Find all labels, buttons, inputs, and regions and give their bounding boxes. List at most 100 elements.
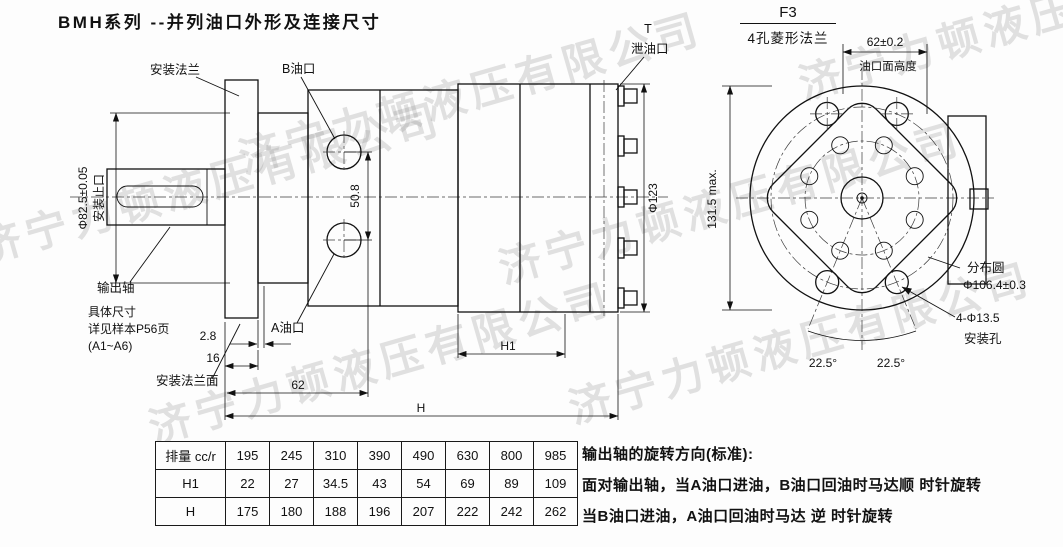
bolt-hole xyxy=(800,167,819,186)
label-mounting-flange: 安装法兰 xyxy=(150,62,200,77)
flange-code: F3 xyxy=(740,4,836,24)
leader-lines xyxy=(129,56,645,380)
table-cell: 985 xyxy=(533,441,578,470)
dim-spigot-diameter: Φ82.5±0.05 xyxy=(76,166,90,229)
side-view: 安装法兰 B油口 T 泄油口 Φ82.5±0.05 安装止口 输出轴 具体尺寸 … xyxy=(70,22,772,420)
bolt-hole xyxy=(831,241,850,260)
table-cell: 262 xyxy=(533,497,578,526)
table-cell: 89 xyxy=(489,469,534,498)
dim-mount-holes: 4-Φ13.5 xyxy=(956,311,1000,325)
front-view: 62±0.2 油口面高度 分布圆 Φ106.4±0.3 4-Φ13.5 安装孔 … xyxy=(736,35,1026,370)
center-hole xyxy=(856,192,868,204)
label-port-b: B油口 xyxy=(282,62,315,76)
dim-H: H xyxy=(417,401,426,415)
label-port-face-height: 油口面高度 xyxy=(859,59,917,73)
note-shaft-detail-3: (A1~A6) xyxy=(88,339,132,353)
table-cell: 排量 cc/r xyxy=(155,441,226,470)
page-title: BMH系列 --并列油口外形及连接尺寸 xyxy=(58,13,382,32)
table-cell: 69 xyxy=(445,469,490,498)
table-cell: 195 xyxy=(225,441,270,470)
mounting-hole xyxy=(815,269,840,295)
bolt-hole xyxy=(905,167,924,186)
gerotor-housing-outline xyxy=(457,83,619,313)
center-point xyxy=(860,196,864,200)
label-flange-face: 安装法兰面 xyxy=(156,373,219,388)
note-shaft-detail-2: 详见样本P56页 xyxy=(88,321,169,336)
bolt-hole xyxy=(905,210,924,229)
table-row-displacement: 排量 cc/r 195 245 310 390 490 630 800 985 xyxy=(155,441,578,470)
label-output-shaft: 输出轴 xyxy=(97,280,135,295)
front-dimension-lines xyxy=(842,44,961,318)
oil-port-face-outline xyxy=(947,115,989,285)
bolt-hole xyxy=(831,136,850,155)
table-cell: 22 xyxy=(225,469,270,498)
table-cell: 175 xyxy=(225,497,270,526)
table-cell: 310 xyxy=(313,441,358,470)
dim-H1: H1 xyxy=(500,339,516,353)
table-cell: 630 xyxy=(445,441,490,470)
label-drain-port: 泄油口 xyxy=(631,42,669,56)
label-bolt-circle: 分布圆 xyxy=(967,261,1005,275)
dim-2-8: 2.8 xyxy=(200,329,217,343)
dim-16: 16 xyxy=(206,351,220,365)
table-cell: 245 xyxy=(269,441,314,470)
label-drain-t: T xyxy=(644,22,652,36)
rotation-notes: 输出轴的旋转方向(标准): 面对输出轴，当A油口进油，B油口回油时马达顺 时针旋… xyxy=(582,443,1060,536)
keyway-slot xyxy=(116,185,204,208)
table-cell: 34.5 xyxy=(313,469,358,498)
dim-123: Φ123 xyxy=(646,183,660,213)
table-cell: 390 xyxy=(357,441,402,470)
flange-outer-circle xyxy=(749,85,975,311)
side-dimension-lines xyxy=(110,83,772,420)
table-cell: 242 xyxy=(489,497,534,526)
bolt-holes xyxy=(800,136,924,260)
rhombus-flange-outline xyxy=(766,102,958,294)
table-cell: H xyxy=(155,497,226,526)
technical-drawing: 安装法兰 B油口 T 泄油口 Φ82.5±0.05 安装止口 输出轴 具体尺寸 … xyxy=(70,22,1026,420)
mounting-hole-centerlines xyxy=(810,97,914,131)
table-cell: 800 xyxy=(489,441,534,470)
table-cell: 109 xyxy=(533,469,578,498)
bolt-hole xyxy=(874,241,893,260)
table-cell: 490 xyxy=(401,441,446,470)
note-shaft-detail-1: 具体尺寸 xyxy=(88,305,136,319)
dim-131-5: 131.5 max. xyxy=(705,169,719,228)
spigot-outline xyxy=(257,112,309,284)
bolt-distribution-circle xyxy=(770,106,954,290)
dim-62-02: 62±0.2 xyxy=(867,35,904,49)
center-bore xyxy=(840,176,884,220)
table-cell: 188 xyxy=(313,497,358,526)
table-cell: 196 xyxy=(357,497,402,526)
dim-bolt-circle: Φ106.4±0.3 xyxy=(963,278,1026,292)
notes-line2: 当B油口进油，A油口回油时马达 逆 时针旋转 xyxy=(582,508,894,525)
label-port-a: A油口 xyxy=(271,321,304,335)
angle-arc xyxy=(807,330,917,341)
table-row-h: H 175 180 188 196 207 222 242 262 xyxy=(155,497,578,526)
table-cell: 222 xyxy=(445,497,490,526)
dim-50-8: 50.8 xyxy=(348,184,362,208)
dim-62: 62 xyxy=(291,378,305,392)
label-spigot: 安装止口 xyxy=(91,174,106,222)
flange-type-callout: F3 4孔菱形法兰 xyxy=(740,4,836,47)
table-cell: 180 xyxy=(269,497,314,526)
table-cell: 54 xyxy=(401,469,446,498)
table-cell: 207 xyxy=(401,497,446,526)
dim-angle-left: 22.5° xyxy=(809,356,837,370)
label-mount-holes: 安装孔 xyxy=(964,331,1002,346)
port-housing-outline xyxy=(307,89,459,307)
table-row-h1: H1 22 27 34.5 43 54 69 89 109 xyxy=(155,469,578,498)
mounting-flange-outline xyxy=(224,79,259,319)
inner-hole-circle xyxy=(804,140,920,256)
table-cell: H1 xyxy=(155,469,226,498)
notes-line1: 面对输出轴，当A油口进油，B油口回油时马达顺 时针旋转 xyxy=(582,477,982,494)
bolt-hole xyxy=(874,136,893,155)
motor-body-outline xyxy=(224,79,619,319)
bolt-hole xyxy=(800,210,819,229)
end-cover-bolts xyxy=(617,85,638,309)
dimension-table: 排量 cc/r 195 245 310 390 490 630 800 985 … xyxy=(155,441,578,526)
dim-angle-right: 22.5° xyxy=(877,356,905,370)
flange-name: 4孔菱形法兰 xyxy=(747,31,829,46)
mounting-hole xyxy=(884,269,909,295)
notes-heading: 输出轴的旋转方向(标准): xyxy=(582,446,754,463)
